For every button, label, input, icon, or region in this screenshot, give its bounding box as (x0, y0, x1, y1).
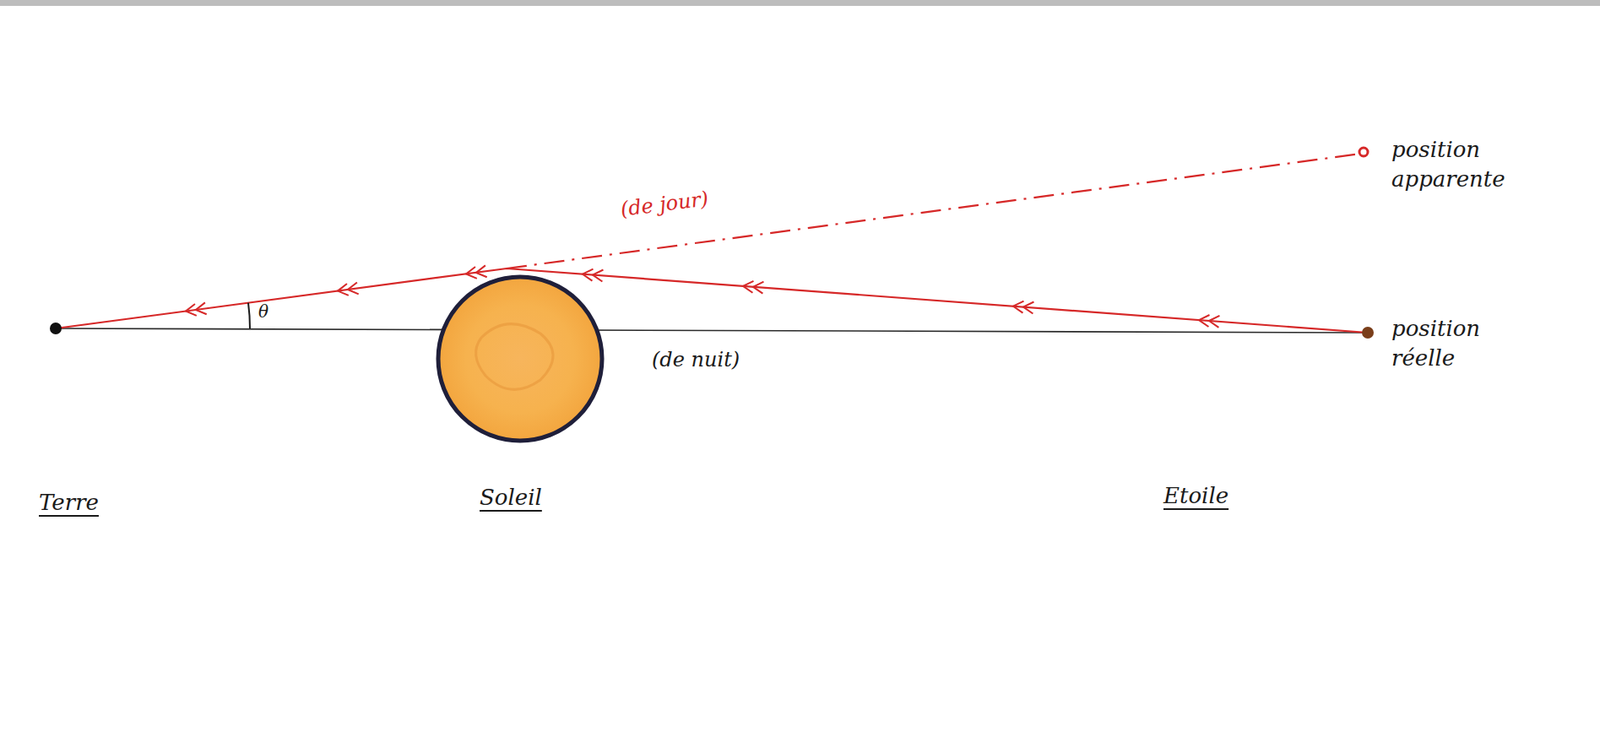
light-ray (55, 268, 1368, 333)
apparent-ray (506, 153, 1362, 269)
angle-arc (248, 303, 250, 329)
scan-border (0, 0, 1600, 6)
angle-label: θ (258, 300, 269, 324)
position-label: position apparente (1391, 135, 1506, 195)
star-dot (1361, 326, 1374, 339)
sun-shading (476, 324, 554, 391)
ray-arrows (184, 265, 1220, 327)
sun-disc (438, 276, 603, 441)
straight-line (55, 328, 1368, 333)
position-label: position réelle (1391, 314, 1481, 374)
night-label: (de nuit) (651, 346, 740, 374)
day-label: (de jour) (618, 184, 711, 223)
body-name: Etoile (1163, 481, 1229, 511)
earth-dot (49, 322, 62, 335)
body-name: Terre (38, 488, 99, 518)
body-name: Soleil (479, 482, 543, 513)
apparent-star (1359, 147, 1368, 157)
